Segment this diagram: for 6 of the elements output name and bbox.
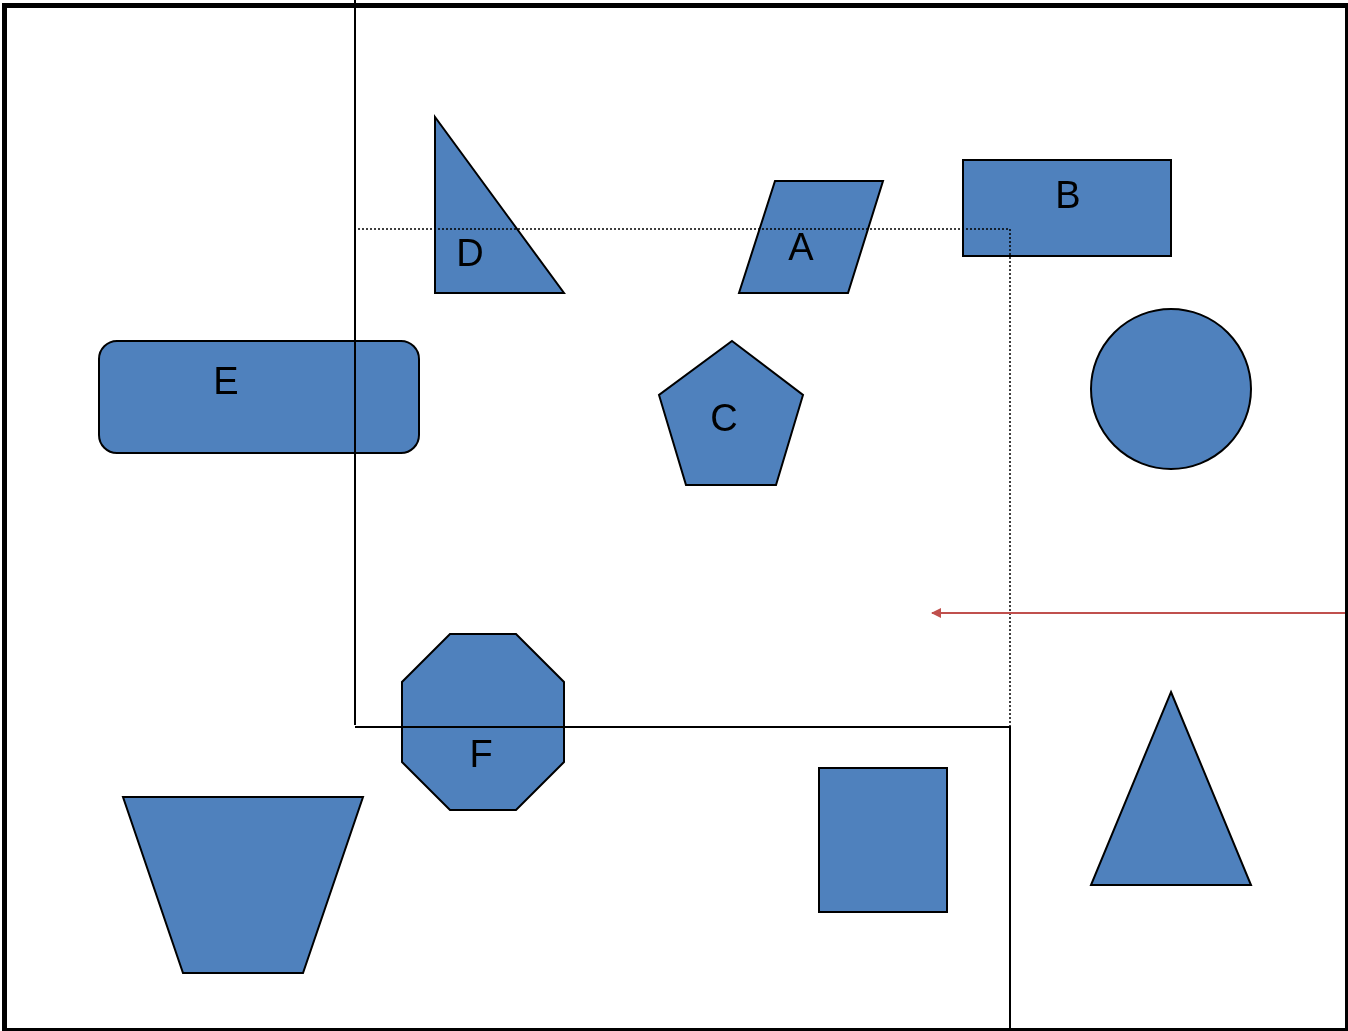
- shape-label: A: [788, 228, 814, 266]
- shape-label: F: [469, 735, 493, 773]
- shape-label: B: [1055, 176, 1081, 214]
- shape-label: C: [710, 399, 738, 437]
- shape-label: E: [213, 362, 239, 400]
- shape-label: D: [456, 234, 484, 272]
